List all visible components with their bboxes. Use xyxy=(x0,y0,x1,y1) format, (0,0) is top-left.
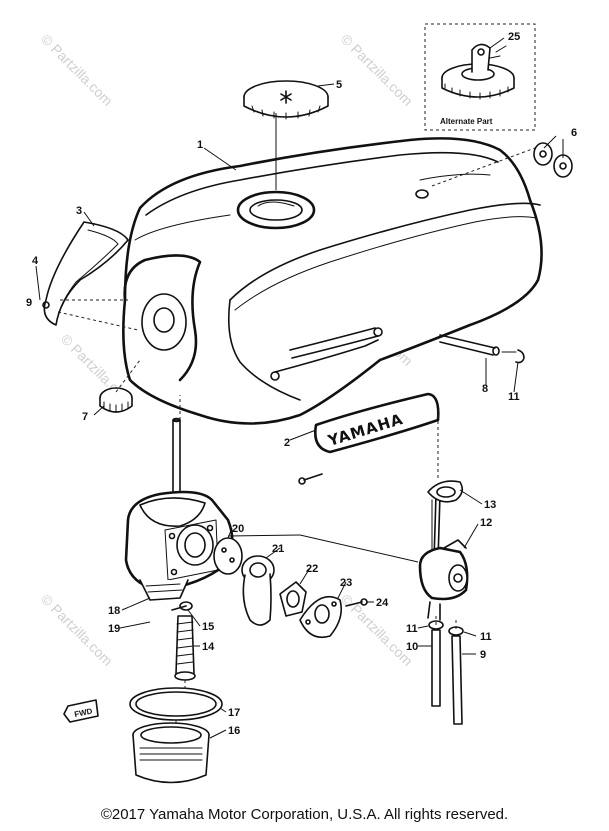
left-fuel-cock xyxy=(124,417,234,611)
watermark-1: © Partzilla.com xyxy=(38,31,116,109)
callout-14: 14 xyxy=(202,641,215,653)
callout-4: 4 xyxy=(32,255,39,267)
right-fuel-cock xyxy=(418,494,469,621)
callout-11: 11 xyxy=(508,391,520,403)
fuel-tank xyxy=(122,137,543,425)
valve-lever xyxy=(241,555,275,626)
o-ring xyxy=(129,687,223,721)
exploded-view-lines xyxy=(57,113,536,726)
alternate-part-inset: Alternate Part xyxy=(424,23,536,131)
callout-16: 16 xyxy=(228,725,240,737)
cock-gasket xyxy=(427,480,464,503)
left-emblem xyxy=(42,221,129,326)
direction-label: FWD xyxy=(74,706,94,719)
fuel-filter xyxy=(174,615,196,681)
callout-8: 8 xyxy=(482,383,488,395)
callout-24: 24 xyxy=(376,597,389,609)
fuel-hoses xyxy=(428,620,464,725)
callout-10: 10 xyxy=(406,641,418,653)
callout-19: 19 xyxy=(108,623,120,635)
drain-knob xyxy=(99,387,133,413)
forward-arrow-icon: FWD xyxy=(63,699,99,723)
rubber-grommets xyxy=(533,142,573,178)
callout-numbers: 1 2 3 4 5 6 7 8 9 11 13 12 20 21 22 23 2… xyxy=(26,31,577,737)
copyright-footer: ©2017 Yamaha Motor Corporation, U.S.A. A… xyxy=(100,806,509,823)
callout-22: 22 xyxy=(306,563,318,575)
valve-disc xyxy=(213,537,243,575)
callout-7: 7 xyxy=(82,411,88,423)
callout-20: 20 xyxy=(232,523,244,535)
callout-15: 15 xyxy=(202,621,214,633)
fuel-cap xyxy=(243,80,329,120)
sediment-cup xyxy=(132,722,210,784)
callout-3: 3 xyxy=(76,205,82,217)
callout-2: 2 xyxy=(284,437,290,449)
callout-1: 1 xyxy=(197,139,203,151)
callout-11b: 11 xyxy=(406,623,418,635)
watermark-5: © Partzilla.com xyxy=(38,591,116,669)
hose-clip-upper xyxy=(515,349,525,364)
callout-21: 21 xyxy=(272,543,284,555)
cover-plate xyxy=(299,595,343,639)
inset-label: Alternate Part xyxy=(440,117,493,126)
right-emblem: YAMAHA xyxy=(298,392,440,485)
callout-11c: 11 xyxy=(480,631,492,643)
callout-23: 23 xyxy=(340,577,352,589)
lever-gasket xyxy=(279,581,307,617)
callout-13: 13 xyxy=(484,499,496,511)
callout-5: 5 xyxy=(336,79,342,91)
callout-12: 12 xyxy=(480,517,492,529)
callout-9b: 9 xyxy=(480,649,486,661)
callout-25: 25 xyxy=(508,31,520,43)
watermark-2: © Partzilla.com xyxy=(338,31,416,109)
callout-6: 6 xyxy=(571,127,577,139)
leader-lines xyxy=(35,37,564,739)
callout-18: 18 xyxy=(108,605,120,617)
callout-17: 17 xyxy=(228,707,240,719)
callout-9: 9 xyxy=(26,297,32,309)
